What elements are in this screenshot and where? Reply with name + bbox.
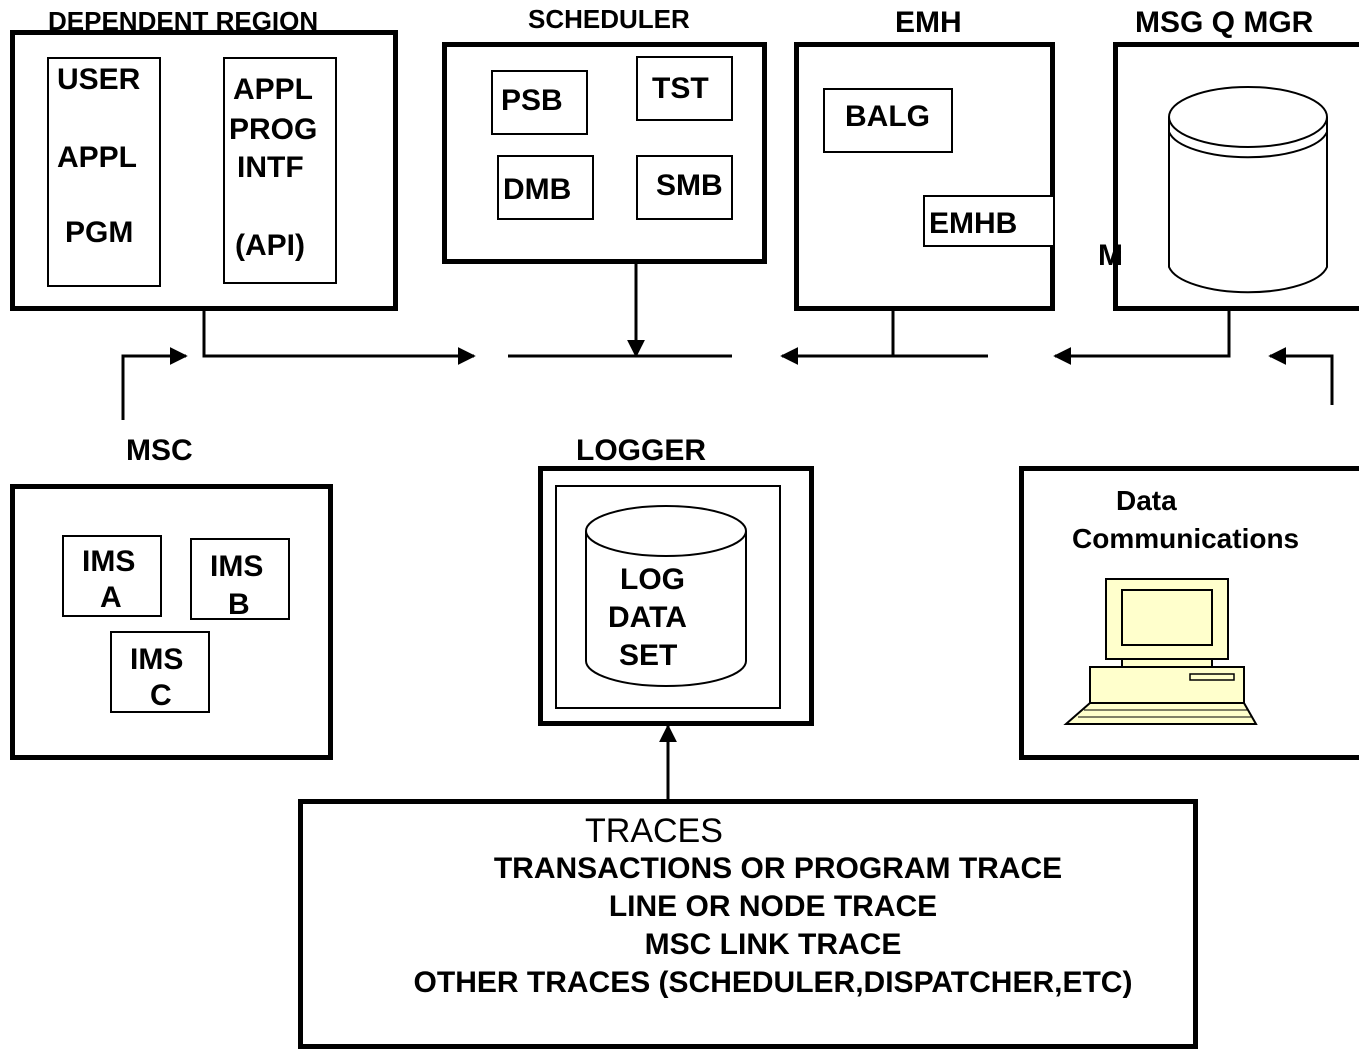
dmb-box: DMB (497, 155, 594, 220)
scheduler-title: SCHEDULER (528, 4, 690, 35)
trace-item: OTHER TRACES (SCHEDULER,DISPATCHER,ETC) (303, 964, 1193, 1002)
psb-label: PSB (501, 84, 563, 118)
trace-item: TRANSACTIONS OR PROGRAM TRACE (303, 850, 1193, 888)
set-label: SET (619, 639, 677, 673)
trace-item: MSC LINK TRACE (303, 926, 1193, 964)
data-communications-box: Data Communications (1019, 466, 1359, 760)
api-box: APPL PROG INTF (API) (223, 57, 337, 284)
user-label: USER (57, 61, 140, 99)
msc-box: IMS A IMS B IMS C (10, 484, 333, 760)
ims-b-box: IMS B (190, 538, 290, 620)
emh-connector (782, 310, 988, 356)
ims-c-line-1: IMS (130, 643, 183, 677)
emh-title: EMH (895, 6, 962, 40)
smb-label: SMB (656, 169, 723, 203)
tst-label: TST (652, 72, 709, 106)
appl-label: APPL (57, 139, 137, 177)
data-label: DATA (608, 601, 687, 635)
smb-box: SMB (636, 155, 733, 220)
api-line-4: (API) (235, 229, 305, 263)
logger-inner-box: LOG DATA SET (555, 485, 781, 709)
ims-b-line-2: B (228, 588, 250, 622)
user-appl-pgm-box: USER APPL PGM (47, 57, 161, 287)
pgm-label: PGM (65, 214, 133, 252)
ims-a-line-1: IMS (82, 545, 135, 579)
tst-box: TST (636, 56, 733, 121)
dmb-label: DMB (503, 173, 571, 207)
msg-q-fragment-label: M (1098, 239, 1123, 273)
traces-box: TRACES TRANSACTIONS OR PROGRAM TRACE LIN… (298, 799, 1198, 1049)
computer-terminal-icon (1060, 576, 1260, 726)
ims-a-box: IMS A (62, 535, 162, 617)
scheduler-box: PSB TST DMB SMB (442, 42, 767, 264)
data-communications-title-line-2: Communications (1072, 523, 1299, 555)
msg-q-mgr-box: M (1113, 42, 1359, 311)
emhb-box: EMHB (923, 195, 1055, 247)
ims-a-line-2: A (100, 581, 122, 615)
psb-box: PSB (491, 70, 588, 135)
data-communications-title-line-1: Data (1116, 485, 1177, 517)
traces-title: TRACES (585, 812, 723, 851)
api-line-2: PROG (229, 113, 317, 147)
msgq-connector (1055, 310, 1229, 356)
emhb-label: EMHB (929, 207, 1017, 241)
balg-label: BALG (845, 100, 930, 134)
ims-b-line-1: IMS (210, 550, 263, 584)
log-label: LOG (620, 563, 685, 597)
balg-box: BALG (823, 88, 953, 153)
msc-connector (123, 356, 186, 420)
dependent-region-box: USER APPL PGM APPL PROG INTF (API) (10, 30, 398, 311)
trace-item: LINE OR NODE TRACE (303, 888, 1193, 926)
datacomm-connector (1270, 356, 1332, 405)
msc-title: MSC (126, 434, 193, 468)
api-line-1: APPL (233, 73, 313, 107)
api-line-3: INTF (237, 151, 304, 185)
message-queue-dataset-icon (1163, 77, 1333, 312)
traces-list: TRANSACTIONS OR PROGRAM TRACE LINE OR NO… (303, 850, 1193, 1002)
msg-q-mgr-title: MSG Q MGR (1135, 6, 1313, 40)
logger-box: LOG DATA SET (538, 466, 814, 726)
ims-c-box: IMS C (110, 631, 210, 713)
ims-c-line-2: C (150, 679, 172, 713)
dependent-connector (204, 310, 474, 356)
emh-box: BALG EMHB (794, 42, 1055, 311)
logger-title: LOGGER (576, 434, 706, 468)
